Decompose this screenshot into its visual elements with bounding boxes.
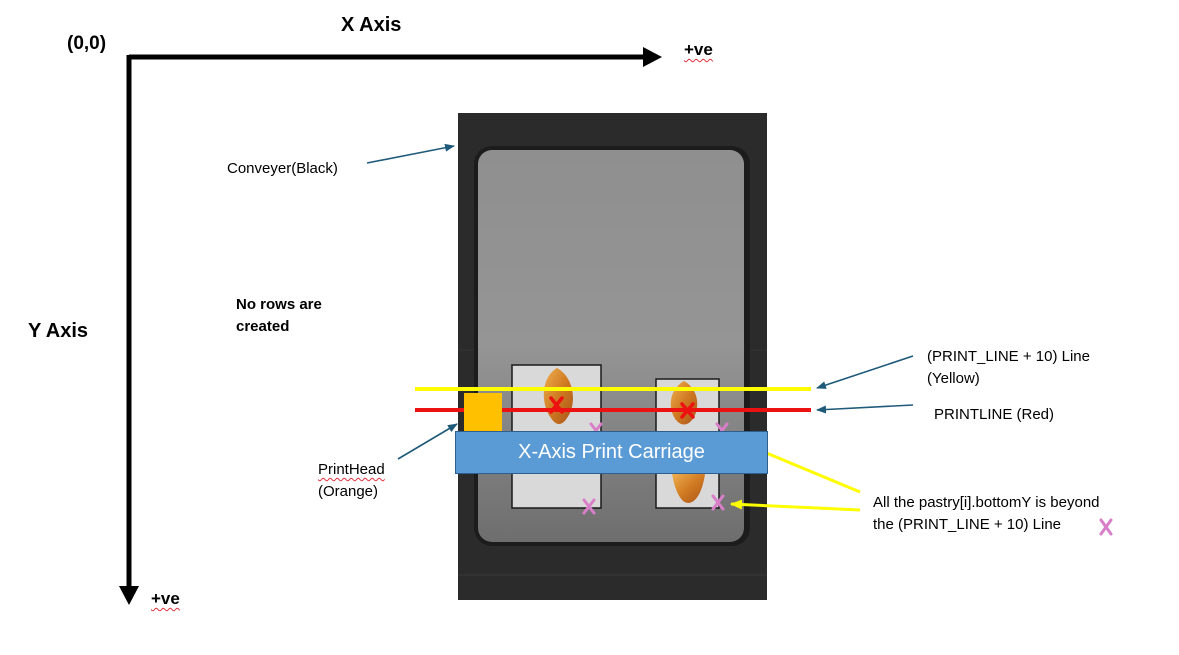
x-axis-print-carriage: X-Axis Print Carriage bbox=[455, 431, 768, 474]
arrow-down-icon bbox=[119, 586, 139, 605]
printline-label: PRINTLINE (Red) bbox=[934, 406, 1055, 423]
annotation-arrows bbox=[366, 143, 914, 460]
y-axis-label: Y Axis bbox=[28, 320, 89, 342]
carriage-label: X-Axis Print Carriage bbox=[518, 441, 705, 463]
no-rows-label-line1: No rows are bbox=[236, 296, 322, 313]
conveyer-label: Conveyer(Black) bbox=[227, 160, 338, 177]
cross-mark-icon bbox=[549, 396, 695, 419]
printhead-label-line1: PrintHead bbox=[318, 461, 385, 478]
bottom-note-line2: the (PRINT_LINE + 10) Line bbox=[873, 516, 1062, 533]
bottom-note-line1: All the pastry[i].bottomY is beyond bbox=[873, 494, 1100, 511]
y-positive-label: +ve bbox=[151, 589, 180, 608]
cross-mark-icon bbox=[582, 422, 1113, 536]
printhead-label-line2: (Orange) bbox=[318, 483, 379, 500]
x-positive-label: +ve bbox=[684, 40, 713, 59]
x-axis bbox=[129, 47, 662, 67]
origin-label: (0,0) bbox=[67, 33, 107, 54]
print-line-plus-10-label-line2: (Yellow) bbox=[927, 370, 980, 387]
y-axis bbox=[119, 55, 139, 605]
print-line-plus-10-label-line1: (PRINT_LINE + 10) Line bbox=[927, 348, 1090, 365]
arrow-right-icon bbox=[643, 47, 662, 67]
printhead bbox=[464, 393, 502, 432]
no-rows-label-line2: created bbox=[236, 318, 290, 335]
x-axis-label: X Axis bbox=[341, 14, 402, 36]
croissant-icon bbox=[672, 474, 705, 503]
